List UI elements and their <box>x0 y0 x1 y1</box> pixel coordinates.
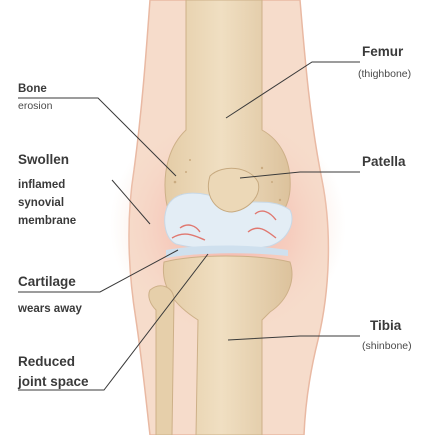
swollen-label-line1: Swollen <box>18 152 69 168</box>
patella-label: Patella <box>362 154 406 170</box>
femur-label: Femur <box>362 44 403 60</box>
swollen-label-line3: synovial <box>18 196 64 210</box>
bone-erosion-label-line2: erosion <box>18 100 52 113</box>
femur-sub-label: (thighbone) <box>358 68 411 81</box>
reduced-label-line1: Reduced <box>18 354 75 370</box>
tibia-sub-label: (shinbone) <box>362 340 412 353</box>
cartilage-label-line2: wears away <box>18 302 82 316</box>
bone-erosion-label-line1: Bone <box>18 82 47 96</box>
swollen-label-line4: membrane <box>18 214 76 228</box>
tibia-label: Tibia <box>370 318 401 334</box>
swollen-label-line2: inflamed <box>18 178 65 192</box>
reduced-label-line2: joint space <box>18 374 89 390</box>
cartilage-label-line1: Cartilage <box>18 274 76 290</box>
